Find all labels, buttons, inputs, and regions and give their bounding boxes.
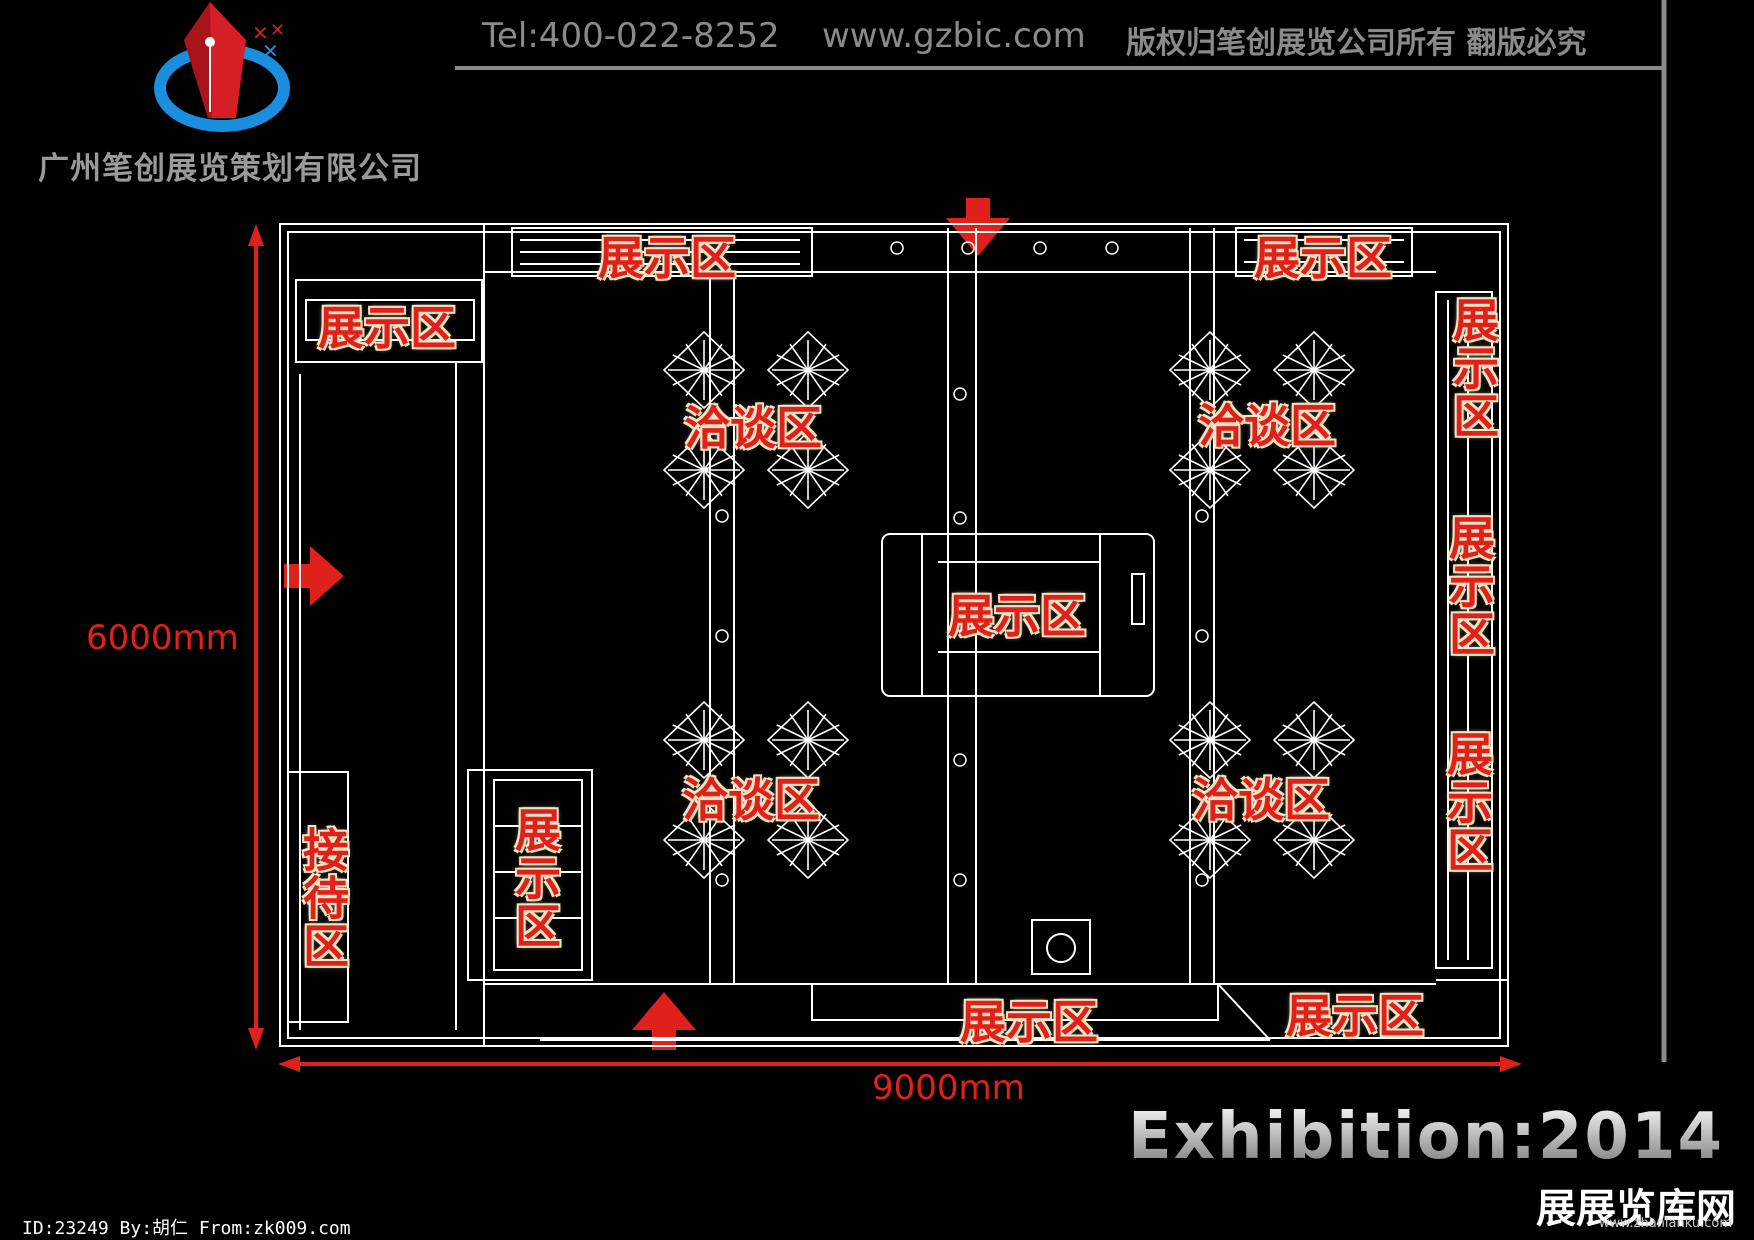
chair: [1272, 430, 1356, 510]
zone-display-top-left: 展示区: [598, 231, 736, 285]
entrance-arrow-bottom: [632, 992, 696, 1050]
chair: [766, 330, 850, 410]
watermark-logo: 展展览库网: [1536, 1186, 1736, 1232]
zone-negotiation-3: 洽谈区: [682, 773, 820, 827]
chair: [1168, 700, 1252, 780]
column-dots: [715, 241, 1209, 887]
zone-display-inner-left: 展示区: [508, 806, 562, 950]
dimension-lines: [248, 224, 1522, 1072]
svg-text:✕: ✕: [262, 39, 279, 63]
entrance-arrow-top: [946, 198, 1010, 256]
zone-display-center: 展示区: [948, 589, 1086, 643]
zone-negotiation-4: 洽谈区: [1192, 773, 1330, 827]
entrance-arrow-left: [284, 546, 344, 606]
header-website: www.gzbic.com: [822, 16, 1086, 56]
chair: [1168, 330, 1252, 410]
booth-walls: [279, 223, 1509, 1047]
chair: [662, 700, 746, 780]
zone-display-right-3: 展示区: [1440, 730, 1494, 874]
chair: [1168, 430, 1252, 510]
company-name: 广州笔创展览策划有限公司: [38, 151, 422, 187]
exhibition-mark: Exhibition:2014: [1127, 1100, 1724, 1174]
zone-negotiation-2: 洽谈区: [1198, 399, 1336, 453]
chair: [1272, 330, 1356, 410]
height-dimension: 6000mm: [86, 618, 239, 658]
width-dimension: 9000mm: [872, 1068, 1025, 1108]
chair: [1168, 800, 1252, 880]
zone-display-bottom-right: 展示区: [1286, 989, 1424, 1043]
footer-info: ID:23249 By:胡仁 From:zk009.com: [22, 1218, 351, 1239]
chair: [766, 430, 850, 510]
header-tel: Tel:400-022-8252: [482, 16, 780, 56]
watermark-url: www.zhanlanku.com: [1598, 1216, 1732, 1231]
chair: [766, 800, 850, 880]
chair: [662, 800, 746, 880]
header-copyright: 版权归笔创展览公司所有 翻版必究: [1126, 26, 1587, 61]
chair: [1272, 800, 1356, 880]
entrance-arrows: [284, 198, 1010, 1050]
chair: [662, 430, 746, 510]
zone-display-bottom-center: 展示区: [960, 995, 1098, 1049]
zone-negotiation-1: 洽谈区: [684, 401, 822, 455]
negotiation-chairs: [662, 330, 1356, 880]
zone-reception: 接待区: [296, 826, 350, 970]
zone-display-top-right: 展示区: [1254, 231, 1392, 285]
svg-text:✕: ✕: [252, 21, 269, 45]
zone-display-right-2: 展示区: [1442, 514, 1496, 658]
company-logo: ✕ ✕ ✕: [154, 2, 290, 132]
zone-display-left: 展示区: [318, 301, 456, 355]
svg-text:✕: ✕: [270, 20, 285, 41]
chair: [662, 330, 746, 410]
chair: [1272, 700, 1356, 780]
chair: [766, 700, 850, 780]
zone-display-right-1: 展示区: [1446, 296, 1500, 440]
